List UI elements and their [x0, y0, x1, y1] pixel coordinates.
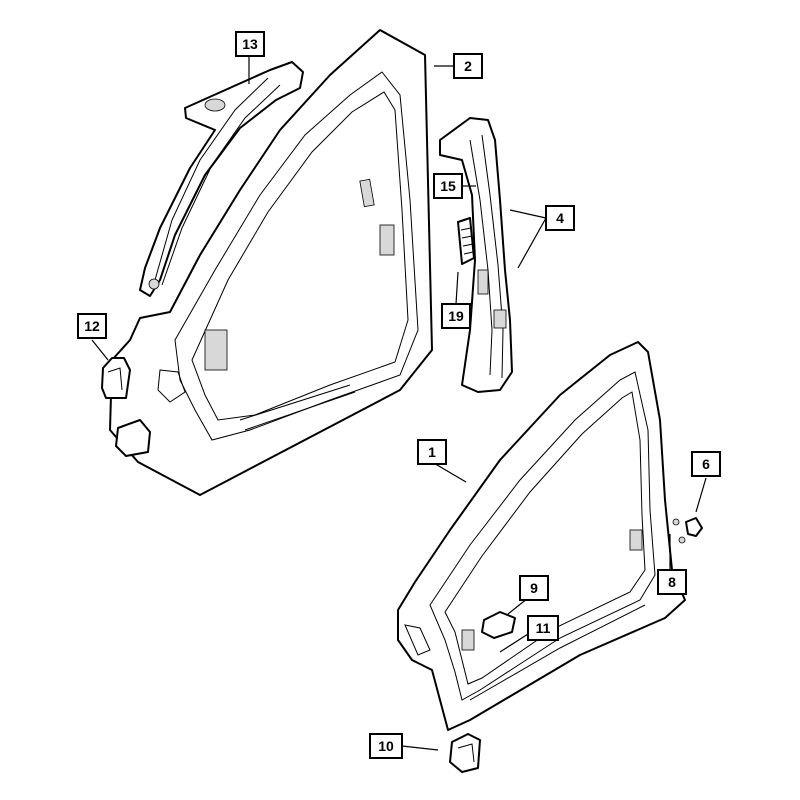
callout-13[interactable]: 13	[235, 31, 265, 57]
part-2-body-side-inner[interactable]	[109, 29, 433, 496]
part-19-insert[interactable]	[457, 217, 475, 265]
callout-9[interactable]: 9	[519, 575, 549, 601]
svg-text:4: 4	[556, 210, 564, 226]
svg-text:10: 10	[378, 738, 394, 754]
svg-text:19: 19	[448, 308, 464, 324]
part-13-roof-rail[interactable]	[139, 61, 304, 297]
callout-1[interactable]: 1	[417, 439, 447, 465]
svg-text:6: 6	[702, 456, 710, 472]
part-10-lower-bracket[interactable]	[449, 733, 481, 773]
part-6-bracket[interactable]	[672, 517, 703, 544]
callout-8[interactable]: 8	[657, 569, 687, 595]
part-4-b-pillar[interactable]	[439, 117, 513, 393]
part-9-plate[interactable]	[481, 611, 516, 639]
callout-4[interactable]: 4	[545, 205, 575, 231]
callout-2[interactable]: 2	[453, 53, 483, 79]
svg-text:11: 11	[536, 620, 551, 636]
svg-text:2: 2	[464, 58, 472, 74]
svg-text:1: 1	[428, 444, 436, 460]
svg-text:12: 12	[84, 318, 100, 334]
callout-6[interactable]: 6	[691, 451, 721, 477]
svg-text:8: 8	[668, 574, 676, 590]
svg-text:13: 13	[242, 36, 258, 52]
svg-text:15: 15	[440, 178, 456, 194]
callout-11[interactable]: 11	[527, 615, 559, 641]
callout-10[interactable]: 10	[369, 733, 403, 759]
svg-text:9: 9	[530, 580, 538, 596]
part-1-body-side-outer[interactable]	[397, 341, 686, 731]
part-12-bracket[interactable]	[101, 357, 131, 399]
callout-15[interactable]: 15	[433, 173, 463, 199]
callout-12[interactable]: 12	[77, 313, 107, 339]
callout-19[interactable]: 19	[441, 303, 471, 329]
